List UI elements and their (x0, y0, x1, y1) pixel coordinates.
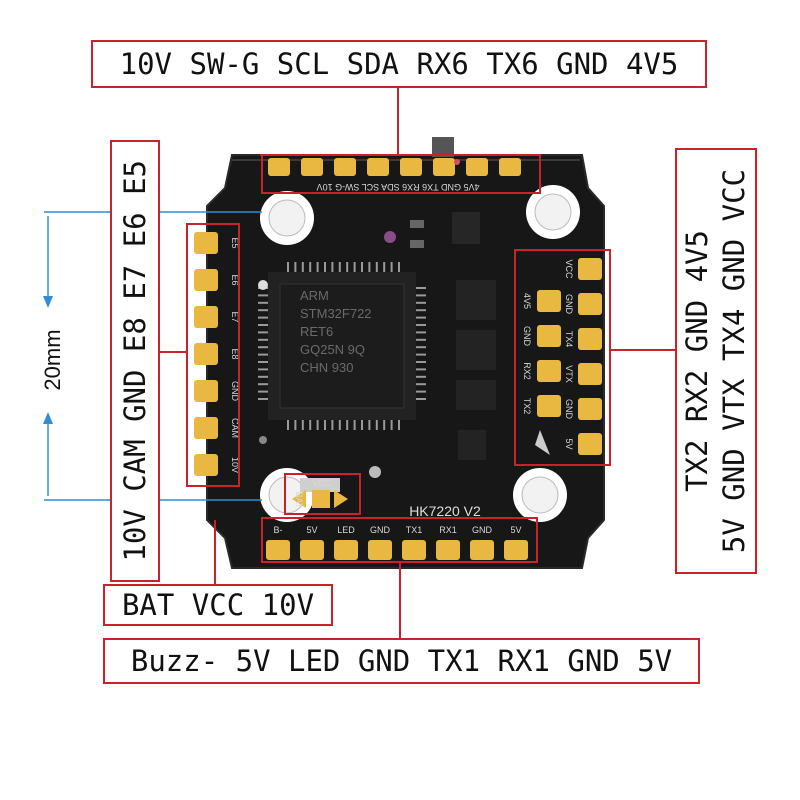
solder-pad (194, 306, 218, 328)
solder-pad (504, 540, 528, 560)
solder-pad (194, 269, 218, 291)
solder-pad (268, 158, 290, 176)
silk-bottom-pad: GND (370, 525, 391, 535)
silk-bottom-pad: LED (337, 525, 355, 535)
solder-pad (578, 258, 602, 280)
silk-right-pad: GND (564, 294, 574, 315)
silk-right-pad: TX4 (564, 331, 574, 348)
solder-pad (194, 232, 218, 254)
solder-pad (194, 380, 218, 402)
silk-bottom-pad: B- (274, 525, 283, 535)
silk-top-pads: 4V5 GND TX6 RX6 SDA SCL SW-G 10V (317, 182, 480, 192)
silk-right-pad: TX2 (522, 398, 532, 415)
solder-pad (537, 360, 561, 382)
silk-bottom-pad: 5V (306, 525, 317, 535)
silk-left-pad: GND (230, 381, 240, 402)
silk-vcc-pad: VCC (312, 478, 332, 488)
silk-left-pad: E5 (230, 237, 240, 248)
solder-pad (266, 540, 290, 560)
logo-arrow-mark (535, 430, 550, 455)
silk-left-pad: CAM (230, 418, 240, 438)
solder-pad (537, 325, 561, 347)
solder-pad (194, 417, 218, 439)
silk-right-pad: VCC (564, 259, 574, 279)
silk-right-pad: VTX (564, 365, 574, 383)
solder-pad (312, 490, 330, 508)
mcu-marking-line: ARM (300, 288, 329, 303)
solder-pad (499, 158, 521, 176)
solder-pad (470, 540, 494, 560)
bottom-pads-callout: Buzz- 5V LED GND TX1 RX1 GND 5V (103, 638, 700, 684)
solder-pad (578, 363, 602, 385)
callout-leads (158, 84, 675, 640)
solder-pad (194, 454, 218, 476)
mcu-chip (258, 262, 426, 430)
top-pads-callout: 10V SW-G SCL SDA RX6 TX6 GND 4V5 (91, 40, 707, 88)
left-pads-callout: 10V CAM GND E8 E7 E6 E5 (110, 140, 160, 582)
silk-left-pad: 10V (230, 457, 240, 473)
bat-pads-callout: BAT VCC 10V (103, 584, 333, 626)
solder-pad (194, 343, 218, 365)
silk-bottom-pad: 5V (510, 525, 521, 535)
silk-right-pad: GND (564, 399, 574, 420)
silk-left-pad: E6 (230, 274, 240, 285)
mcu-marking-line: STM32F722 (300, 306, 372, 321)
solder-pad (578, 398, 602, 420)
solder-pad (433, 158, 455, 176)
silk-bottom-pad: RX1 (439, 525, 457, 535)
components (258, 212, 496, 492)
silk-right-pad: RX2 (522, 362, 532, 380)
right-pads-callout: TX2 RX2 GND 4V5 5V GND VTX TX4 GND VCC (675, 148, 757, 574)
silk-right-pad: 5V (564, 438, 574, 449)
solder-pad (466, 158, 488, 176)
silk-bat-pad: BAT (294, 492, 304, 509)
solder-pad (301, 158, 323, 176)
right-pads-callout-inner: TX2 RX2 GND 4V5 (680, 230, 714, 492)
solder-pad (400, 158, 422, 176)
solder-pad (334, 540, 358, 560)
mcu-marking-line: RET6 (300, 324, 333, 339)
mcu-marking-line: GQ25N 9Q (300, 342, 365, 357)
usb-connector (432, 137, 454, 157)
silk-bottom-pad: GND (472, 525, 493, 535)
solder-pad (368, 540, 392, 560)
right-pads-callout-outer: 5V GND VTX TX4 GND VCC (717, 168, 751, 554)
solder-pad (292, 490, 306, 508)
mcu-marking-line: CHN 930 (300, 360, 353, 375)
solder-pad (537, 290, 561, 312)
solder-pad (334, 490, 348, 508)
silk-right-pad: GND (522, 326, 532, 347)
dimension-label: 20mm (40, 329, 65, 390)
left-pads-callout-text: 10V CAM GND E8 E7 E6 E5 (117, 160, 152, 562)
solder-pad (436, 540, 460, 560)
solder-pad (578, 293, 602, 315)
silk-right-pad: 4V5 (522, 293, 532, 309)
board-model-silk: HK7220 V2 (409, 503, 481, 519)
solder-pad (334, 158, 356, 176)
solder-pad (300, 540, 324, 560)
solder-pad (578, 328, 602, 350)
solder-pad (367, 158, 389, 176)
solder-pad (402, 540, 426, 560)
silk-left-pad: E7 (230, 311, 240, 322)
silk-left-pad: E8 (230, 348, 240, 359)
silk-bottom-pad: TX1 (406, 525, 423, 535)
solder-pad (537, 395, 561, 417)
solder-pad (578, 433, 602, 455)
